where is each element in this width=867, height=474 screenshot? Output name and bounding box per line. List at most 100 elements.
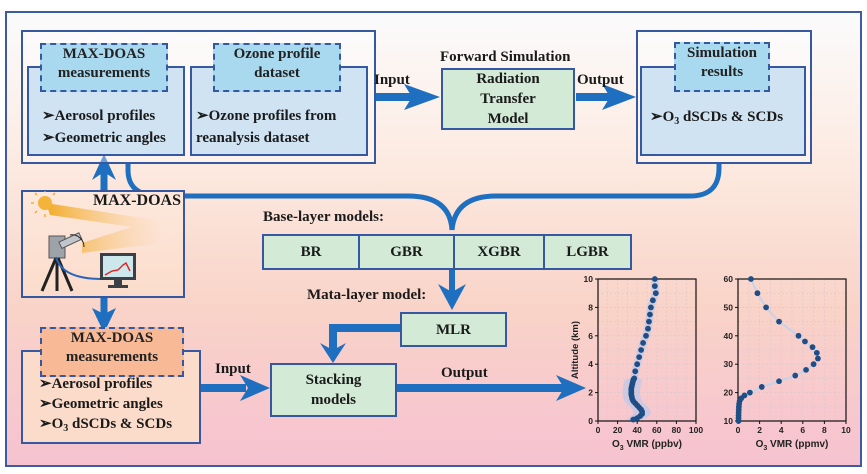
x-tick-label: 10 [841,425,851,435]
data-point [746,389,753,396]
x-tick-label: 2 [757,425,762,435]
bullet-aerosol-profiles: ➢Aerosol profiles [42,108,156,124]
y-tick-label: 60 [724,274,734,284]
merge-curve-right [449,163,722,231]
bullet-aerosol-profiles: ➢Aerosol profiles [39,376,153,392]
input-label-top: Input [374,72,410,88]
model-xgbr: XGBR [455,236,545,268]
maxdoas-measurements-tag-top: MAX-DOAS measurements [40,43,168,92]
merge-curve-left [125,163,455,231]
tag-line: MAX-DOAS [62,46,146,62]
stacking-models-box: Stacking models [270,363,397,417]
simulation-bullet: ➢O3 dSCDs & SCDs [650,106,783,133]
bullet-reanalysis-dataset: reanalysis dataset [196,130,310,146]
model-br: BR [264,236,360,268]
arrow-mlr-to-stacking [320,324,400,363]
bullet-suffix: dSCDs & SCDs [679,109,784,125]
data-point [754,290,761,297]
data-point [802,338,808,345]
y-tick-label: 20 [724,388,734,398]
mlr-box: MLR [400,312,507,347]
x-tick-label: 80 [672,425,682,435]
output-label-top: Output [577,72,624,88]
data-point [741,392,748,399]
radiation-transfer-model-box: Radiation Transfer Model [441,68,575,130]
monitor-chart-icon [100,253,136,288]
data-point [645,325,651,332]
data-point [647,311,653,318]
x-tick-label: 40 [632,425,642,435]
rtm-line: Transfer [480,91,536,107]
y-tick-label: 4 [588,359,593,369]
data-point [776,378,782,385]
subscript: 3 [674,116,680,127]
ozone-profile-tag: Ozone profile dataset [213,43,341,92]
x-tick-label: 4 [779,425,784,435]
data-point [810,361,817,368]
tag-line: results [700,64,744,80]
bullet-geometric-angles: ➢Geometric angles [42,130,166,146]
y-tick-label: 6 [588,331,593,341]
tag-line: dataset [254,65,300,81]
data-point [648,304,654,311]
base-layer-models-row: BR GBR XGBR LGBR [262,234,632,270]
data-point [634,361,641,368]
data-point [640,340,646,346]
data-point [763,304,769,311]
x-axis-label: O3 VMR (ppbv) [612,439,682,452]
data-point [649,297,656,304]
data-point [795,332,802,339]
plot-frame [737,278,847,422]
sun-icon [31,191,56,217]
data-point [631,375,638,382]
y-tick-label: 30 [724,359,734,369]
y-tick-label: 2 [588,388,593,398]
data-point [646,318,652,325]
data-point [813,349,820,356]
input-label-bottom: Input [215,361,251,377]
bullet-o3-dscds: ➢O3 dSCDs & SCDs [39,414,172,439]
data-point [748,276,754,282]
simulation-results-tag: Simulation results [674,42,770,92]
y-axis-label: Altitude (km) [570,321,581,379]
x-tick-label: 0 [736,425,741,435]
tag-line: MAX-DOAS [70,330,154,346]
meta-layer-title: Mata-layer model: [307,287,427,303]
forward-simulation-title: Forward Simulation [440,49,571,65]
maxdoas-instrument-label: MAX-DOAS [93,192,181,209]
tag-line: measurements [65,349,159,365]
input-arrow-bottom [198,375,270,401]
data-point [651,283,658,289]
plot-frame [597,278,697,422]
x-tick-label: 20 [613,425,623,435]
bullet-prefix: ➢O [39,416,64,432]
maxdoas-bullets-bottom: ➢Aerosol profiles ➢Geometric angles ➢O3 … [39,374,172,439]
data-point [636,354,643,360]
bullet-suffix: dSCDs & SCDs [68,416,173,432]
data-point [803,366,809,373]
sunlight-beam [46,203,162,253]
data-point [652,290,659,297]
tag-line: Simulation [686,45,758,61]
stacking-line: models [311,392,356,408]
spectrometer-tripod-icon [40,232,103,292]
data-point [651,276,658,282]
ozone-bullets: ➢Ozone profiles from reanalysis dataset [196,105,336,149]
tag-line: measurements [57,65,151,81]
arrow-up-instrument [92,154,116,190]
model-lgbr: LGBR [545,236,630,268]
model-gbr: GBR [360,236,455,268]
data-point [758,384,765,390]
x-tick-label: 60 [652,425,662,435]
data-point [643,332,649,339]
arrow-to-mlr [438,268,466,310]
stacking-line: Stacking [305,372,362,388]
maxdoas-bullets-top: ➢Aerosol profiles ➢Geometric angles [42,105,166,149]
x-tick-label: 6 [800,425,805,435]
base-layer-title: Base-layer models: [263,209,384,225]
subscript: 3 [63,423,69,434]
y-tick-label: 50 [724,302,734,312]
bullet-geometric-angles: ➢Geometric angles [39,396,163,412]
